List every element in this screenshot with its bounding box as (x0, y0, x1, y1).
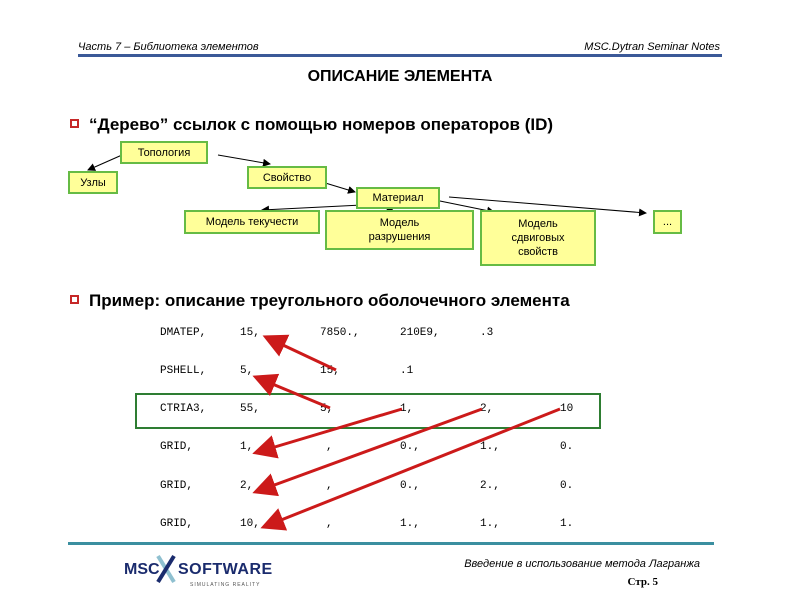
bullet-tree: “Дерево” ссылок с помощью номеров операт… (70, 115, 553, 135)
arrow-topology-property (217, 154, 271, 167)
table-cell: 1. (560, 518, 574, 530)
bullet-example: Пример: описание треугольного оболочечно… (70, 291, 570, 311)
box-property: Свойство (247, 166, 327, 189)
ctria3-highlight (135, 393, 601, 429)
table-cell: 2, (240, 480, 254, 492)
box-fracture-model: Модель разрушения (325, 210, 474, 250)
table-cell: 0. (560, 441, 574, 453)
table-cell: 55, (240, 403, 260, 415)
table-cell: 0., (400, 441, 420, 453)
table-cell: GRID, (160, 441, 194, 453)
footer-page: Стр. 5 (627, 576, 658, 588)
table-cell: 2., (480, 480, 500, 492)
table-cell: 10, (240, 518, 260, 530)
table-cell: 1., (480, 518, 500, 530)
bullet-icon (70, 295, 79, 304)
table-cell: 10 (560, 403, 574, 415)
logo-software-text: SOFTWARE (178, 561, 273, 578)
bullet-example-text: Пример: описание треугольного оболочечно… (89, 291, 570, 310)
table-cell: .3 (480, 327, 494, 339)
table-cell: 15, (240, 327, 260, 339)
table-cell: 7850., (320, 327, 360, 339)
footer-course: Введение в использование метода Лагранжа (464, 558, 700, 570)
arrow-ctria3-grid1 (252, 407, 403, 459)
table-cell: 1., (480, 441, 500, 453)
logo-tagline: SIMULATING REALITY (190, 582, 261, 588)
table-cell: 0., (400, 480, 420, 492)
table-cell: , (326, 518, 333, 530)
table-cell: , (326, 441, 333, 453)
table-cell: GRID, (160, 518, 194, 530)
arrow-material-more (448, 196, 647, 217)
bullet-icon (70, 119, 79, 128)
table-cell: GRID, (160, 480, 194, 492)
logo-msc-text: MSC (124, 561, 160, 578)
page-title: ОПИСАНИЕ ЭЛЕМЕНТА (307, 68, 493, 85)
header-notes: MSC.Dytran Seminar Notes (584, 41, 720, 53)
table-cell: 0. (560, 480, 574, 492)
box-nodes: Узлы (68, 171, 118, 194)
bullet-tree-text: “Дерево” ссылок с помощью номеров операт… (89, 115, 554, 134)
arrow-ctria3-grid10 (260, 407, 561, 531)
arrow-property-material (321, 181, 356, 194)
table-cell: 2, (480, 403, 494, 415)
arrow-ctria3-grid2 (252, 407, 483, 497)
table-cell: 1., (400, 518, 420, 530)
footer-rule (68, 542, 714, 545)
table-cell: 210E9, (400, 327, 440, 339)
header-chapter: Часть 7 – Библиотека элементов (78, 41, 259, 53)
box-shear-model: Модель сдвиговых свойств (480, 210, 596, 266)
table-cell: 1, (400, 403, 414, 415)
header-rule (78, 54, 722, 57)
table-cell: 5, (240, 365, 254, 377)
table-cell: PSHELL, (160, 365, 207, 377)
logo-x-icon (156, 554, 176, 584)
arrow-material-flow (261, 204, 363, 214)
table-cell: 1, (240, 441, 254, 453)
table-cell: CTRIA3, (160, 403, 207, 415)
box-material: Материал (356, 187, 440, 209)
arrow-topology-nodes (87, 154, 123, 171)
table-cell: DMATEP, (160, 327, 207, 339)
arrow-pshell-dmatep (262, 334, 337, 372)
box-flow-model: Модель текучести (184, 210, 320, 234)
table-cell: .1 (400, 365, 414, 377)
msc-software-logo: MSC SOFTWARE SIMULATING REALITY (100, 552, 273, 592)
box-topology: Топология (120, 141, 208, 164)
table-cell: , (326, 480, 333, 492)
arrow-ctria3-pshell (252, 373, 331, 410)
box-more: ... (653, 210, 682, 234)
